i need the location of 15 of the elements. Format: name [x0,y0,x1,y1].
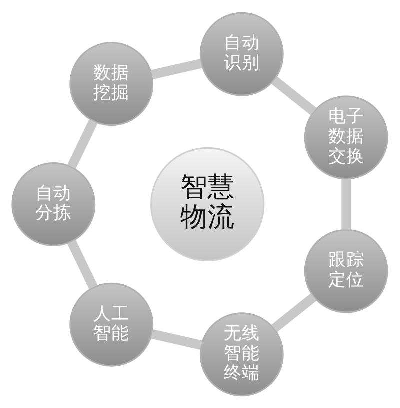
node-circle: 跟踪定位 [304,228,388,313]
connector [151,58,202,79]
connector [67,239,98,289]
node-circle: 人工智能 [70,282,154,366]
connector [342,178,352,230]
connector [67,118,98,169]
connector [271,293,317,332]
connector [151,329,202,350]
node-circle: 数据挖掘 [70,42,154,126]
node-circle: 智慧物流 [150,146,265,262]
node-circle: 自动识别 [200,12,284,96]
node-circle: 电子数据交换 [304,95,388,180]
connector [271,76,317,115]
node-circle: 无线智能终端 [200,312,284,396]
node-circle: 自动分拣 [12,162,96,246]
